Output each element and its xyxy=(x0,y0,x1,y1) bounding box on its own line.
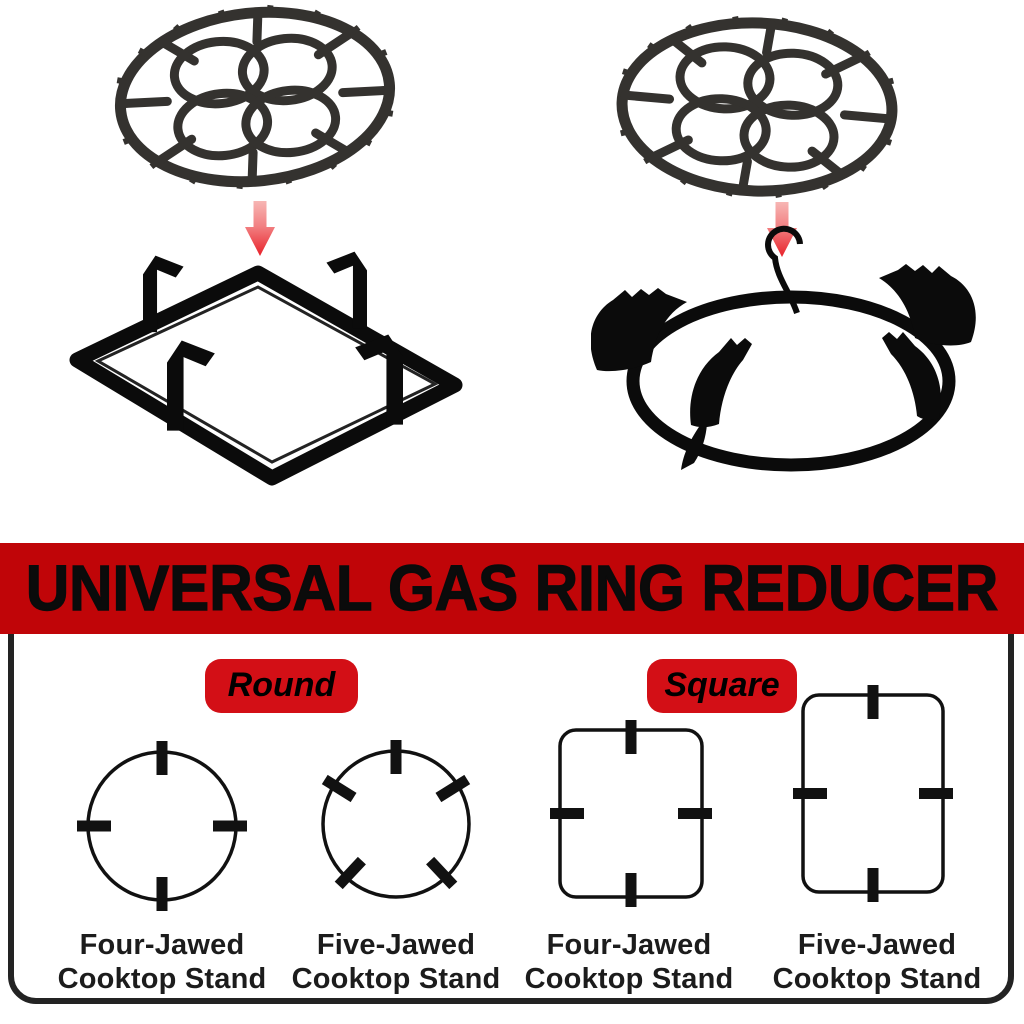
down-arrow-left-icon xyxy=(245,201,275,256)
square-badge: Square xyxy=(647,659,797,713)
ring-reducer-shape xyxy=(111,2,399,192)
stand-ring xyxy=(626,290,956,472)
stand-frame xyxy=(69,265,463,486)
gas-ring-reducer-right-image xyxy=(607,12,907,202)
diagram-label: Five-Jawed Cooktop Stand xyxy=(772,929,982,995)
four-jaw-square-stand-image xyxy=(69,251,463,486)
five-jaw-square-diagram xyxy=(793,685,953,902)
diagram-label: Four-Jawed Cooktop Stand xyxy=(57,929,267,995)
banner: UNIVERSAL GAS RING REDUCER xyxy=(0,543,1024,634)
diagram-label: Four-Jawed Cooktop Stand xyxy=(524,929,734,995)
stand-jaw xyxy=(882,332,941,421)
five-jaw-round-diagram xyxy=(321,740,471,899)
gas-ring-reducer-left-image xyxy=(105,2,405,192)
round-badge-label: Round xyxy=(227,665,336,704)
stand-ear xyxy=(591,288,687,372)
four-jaw-square-diagram xyxy=(550,720,712,907)
square-badge-label: Square xyxy=(664,665,780,704)
stand-jaw xyxy=(167,340,215,431)
four-jaw-round-diagram xyxy=(77,741,247,911)
ring-reducer-shape xyxy=(619,13,896,202)
stand-hook xyxy=(765,225,803,315)
stand-ear xyxy=(879,264,976,346)
banner-title: UNIVERSAL GAS RING REDUCER xyxy=(25,552,999,625)
stand-spur xyxy=(681,424,707,470)
five-jaw-round-stand-image xyxy=(591,225,976,472)
round-badge: Round xyxy=(205,659,358,713)
stand-jaw xyxy=(690,338,752,428)
diagram-label: Five-Jawed Cooktop Stand xyxy=(291,929,501,995)
